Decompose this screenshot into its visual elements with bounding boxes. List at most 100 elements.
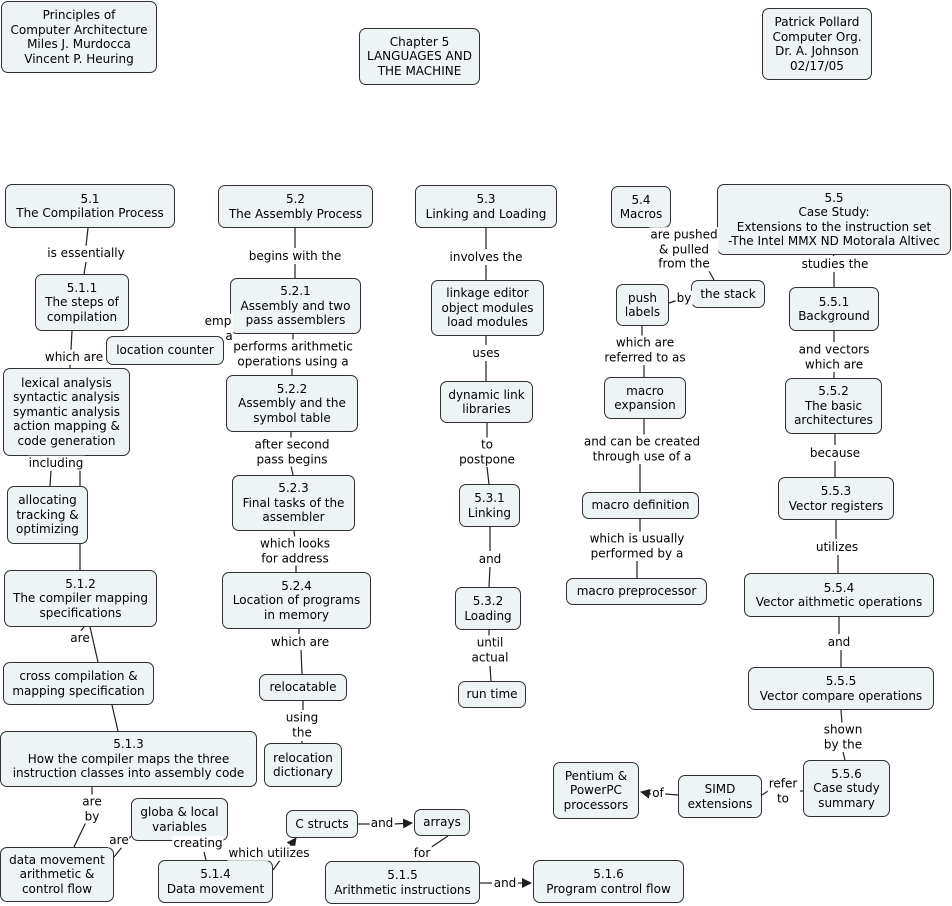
connector-line-31	[300, 649, 303, 675]
node-c-structs: C structs	[286, 810, 358, 838]
node-5-5: 5.5 Case Study: Extensions to the instru…	[717, 184, 951, 255]
link-label-studies-the: studies the	[800, 256, 870, 272]
node-5-5-5: 5.5.5 Vector compare operations	[748, 667, 934, 710]
link-label-and-linking-loading: and	[477, 551, 503, 567]
node-pentium-powerpc: Pentium & PowerPC processors	[553, 762, 639, 819]
link-label-until-actual: until actual	[470, 635, 510, 665]
node-5-1-6: 5.1.6 Program control flow	[533, 860, 684, 903]
node-5-2-2: 5.2.2 Assembly and the symbol table	[226, 375, 358, 432]
connector-line-43	[489, 665, 492, 682]
link-label-is-essentially: is essentially	[46, 245, 126, 261]
link-label-are: are	[69, 630, 91, 646]
node-5-5-6: 5.5.6 Case study summary	[803, 760, 890, 817]
connector-line-67	[761, 790, 769, 796]
link-label-which-looks-for-address: which looks for address	[259, 536, 331, 566]
link-label-and-vectors: and vectors which are	[797, 342, 871, 372]
link-label-and-can-be-created: and can be created through use of a	[582, 434, 702, 464]
link-label-emp: emp	[203, 313, 233, 329]
connector-line-68	[664, 793, 679, 796]
node-data-movement: data movement arithmetic & control flow	[0, 847, 114, 902]
node-5-3-1: 5.3.1 Linking	[459, 484, 520, 527]
link-label-utilizes: utilizes	[814, 539, 860, 555]
node-dynamic-link-libraries: dynamic link libraries	[440, 381, 533, 423]
node-the-stack: the stack	[691, 280, 765, 308]
connector-line-9	[111, 704, 119, 732]
node-5-5-2: 5.5.2 The basic architectures	[785, 378, 882, 434]
link-label-by: by	[675, 290, 693, 306]
node-relocatable: relocatable	[259, 674, 347, 701]
node-5-2-4: 5.2.4 Location of programs in memory	[222, 572, 371, 629]
node-5-5-1: 5.5.1 Background	[789, 287, 879, 331]
connector-line-18	[429, 835, 449, 849]
link-label-performs-arithmetic: performs arithmetic operations using a	[232, 339, 354, 369]
link-label-which-is-usually: which is usually performed by a	[588, 531, 686, 561]
connector-line-8	[89, 626, 99, 663]
link-label-which-are-referred: which are referred to as	[603, 335, 687, 365]
node-macro-definition: macro definition	[582, 492, 699, 519]
node-5-5-3: 5.5.3 Vector registers	[778, 477, 894, 520]
link-label-involves-the: involves the	[448, 249, 524, 265]
node-global-local-variables: globa & local variables	[131, 798, 228, 841]
node-simd-extensions: SIMD extensions	[678, 775, 762, 818]
node-relocation-dictionary: relocation dictionary	[264, 743, 342, 787]
connector-line-27	[290, 465, 294, 476]
node-arrays: arrays	[414, 809, 470, 836]
link-label-are-2: are	[108, 832, 130, 848]
node-5-1-1: 5.1.1 The steps of compilation	[35, 274, 129, 331]
node-run-time: run time	[458, 681, 526, 708]
connector-line-2	[83, 261, 87, 275]
node-5-2-3: 5.2.3 Final tasks of the assembler	[232, 475, 355, 531]
link-label-which-are-2: which are	[269, 634, 331, 650]
link-label-uses: uses	[471, 345, 501, 361]
connector-line-45	[707, 268, 715, 281]
connector-line-41	[488, 566, 491, 588]
node-linkage-editor: linkage editor object modules load modul…	[431, 280, 544, 336]
link-label-and-5-1-5-5-1-6: and	[492, 875, 518, 891]
link-label-a: a	[224, 328, 234, 344]
node-5-1-5: 5.1.5 Arithmetic instructions	[325, 861, 480, 904]
connector-line-69	[640, 788, 652, 799]
link-label-shown-by-the: shown by the	[822, 722, 864, 752]
link-label-and-structs-arrays: and	[369, 815, 395, 831]
node-5-3-2: 5.3.2 Loading	[455, 587, 521, 630]
connector-line-64	[840, 709, 843, 724]
node-5-1: 5.1 The Compilation Process	[5, 184, 175, 228]
connector-line-17	[393, 818, 413, 829]
connector-line-65	[842, 751, 846, 761]
node-macro-expansion: macro expansion	[604, 377, 686, 419]
node-allocating: allocating tracking & optimizing	[7, 486, 88, 544]
link-label-using-the: using the	[284, 710, 320, 740]
connector-line-1	[85, 227, 89, 247]
connector-line-11	[73, 821, 87, 848]
link-label-which-are: which are	[43, 349, 105, 365]
link-label-begins-with-the: begins with the	[247, 248, 343, 264]
link-label-including: including	[27, 455, 85, 471]
link-label-are-by: are by	[81, 794, 103, 824]
link-label-refer-to: refer to	[767, 776, 799, 806]
connector-line-14	[203, 851, 207, 861]
node-5-5-4: 5.5.4 Vector aithmetic operations	[744, 573, 934, 617]
node-chapter-title: Chapter 5 LANGUAGES AND THE MACHINE	[359, 28, 480, 85]
node-5-4: 5.4 Macros	[611, 186, 671, 228]
node-cross-compilation: cross compilation & mapping specificatio…	[3, 662, 154, 705]
node-5-2-1: 5.2.1 Assembly and two pass assemblers	[230, 278, 361, 334]
node-lexical-analysis: lexical analysis syntactic analysis syma…	[3, 368, 130, 456]
node-5-1-2: 5.1.2 The compiler mapping specification…	[4, 570, 157, 627]
node-book-reference: Principles of Computer Architecture Mile…	[1, 1, 157, 73]
node-5-2: 5.2 The Assembly Process	[218, 185, 373, 228]
node-macro-preprocessor: macro preprocessor	[566, 578, 707, 605]
node-5-1-4: 5.1.4 Data movement	[158, 860, 273, 903]
link-label-are-pushed-pulled: are pushed & pulled from the	[649, 227, 719, 271]
node-5-3: 5.3 Linking and Loading	[415, 185, 557, 228]
node-author-info: Patrick Pollard Computer Org. Dr. A. Joh…	[762, 8, 872, 80]
link-label-of: of	[651, 785, 665, 801]
node-push-labels: push labels	[616, 284, 669, 326]
link-label-which-utilizes: which utilizes	[227, 845, 311, 861]
link-label-after-second-pass: after second pass begins	[253, 437, 331, 467]
link-label-because: because	[808, 445, 862, 461]
node-5-1-3: 5.1.3 How the compiler maps the three in…	[0, 731, 257, 787]
connector-line-54	[832, 254, 835, 257]
link-label-to-postpone: to postpone	[458, 437, 516, 467]
link-label-for: for	[412, 845, 432, 861]
link-label-creating: creating	[172, 835, 224, 851]
